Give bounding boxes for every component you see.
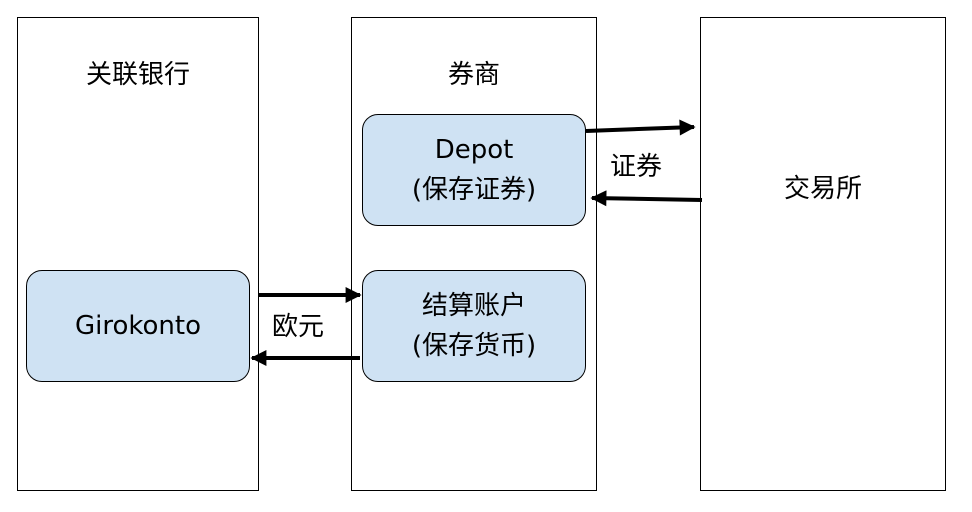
depot-sublabel: (保存证券)	[411, 175, 537, 205]
related-bank-title: 关联银行	[85, 60, 190, 90]
securities-flow-label: 证券	[610, 152, 663, 182]
settlement-account-sublabel: (保存货币)	[411, 331, 537, 361]
depot-box: Depot (保存证券)	[362, 114, 586, 226]
girokonto-label: Girokonto	[74, 311, 201, 341]
exchange-title: 交易所	[783, 174, 862, 204]
depot-label: Depot	[434, 135, 514, 165]
broker-column: 券商	[351, 17, 597, 491]
girokonto-box: Girokonto	[26, 270, 250, 382]
related-bank-column: 关联银行	[17, 17, 259, 491]
settlement-account-label: 结算账户	[421, 291, 526, 321]
settlement-account-box: 结算账户 (保存货币)	[362, 270, 586, 382]
arrow-depot-to-exchange	[585, 119, 696, 136]
broker-title: 券商	[447, 60, 500, 90]
euro-flow-label: 欧元	[272, 312, 325, 342]
exchange-column: 交易所	[700, 17, 946, 491]
arrow-exchange-to-depot	[590, 190, 703, 207]
